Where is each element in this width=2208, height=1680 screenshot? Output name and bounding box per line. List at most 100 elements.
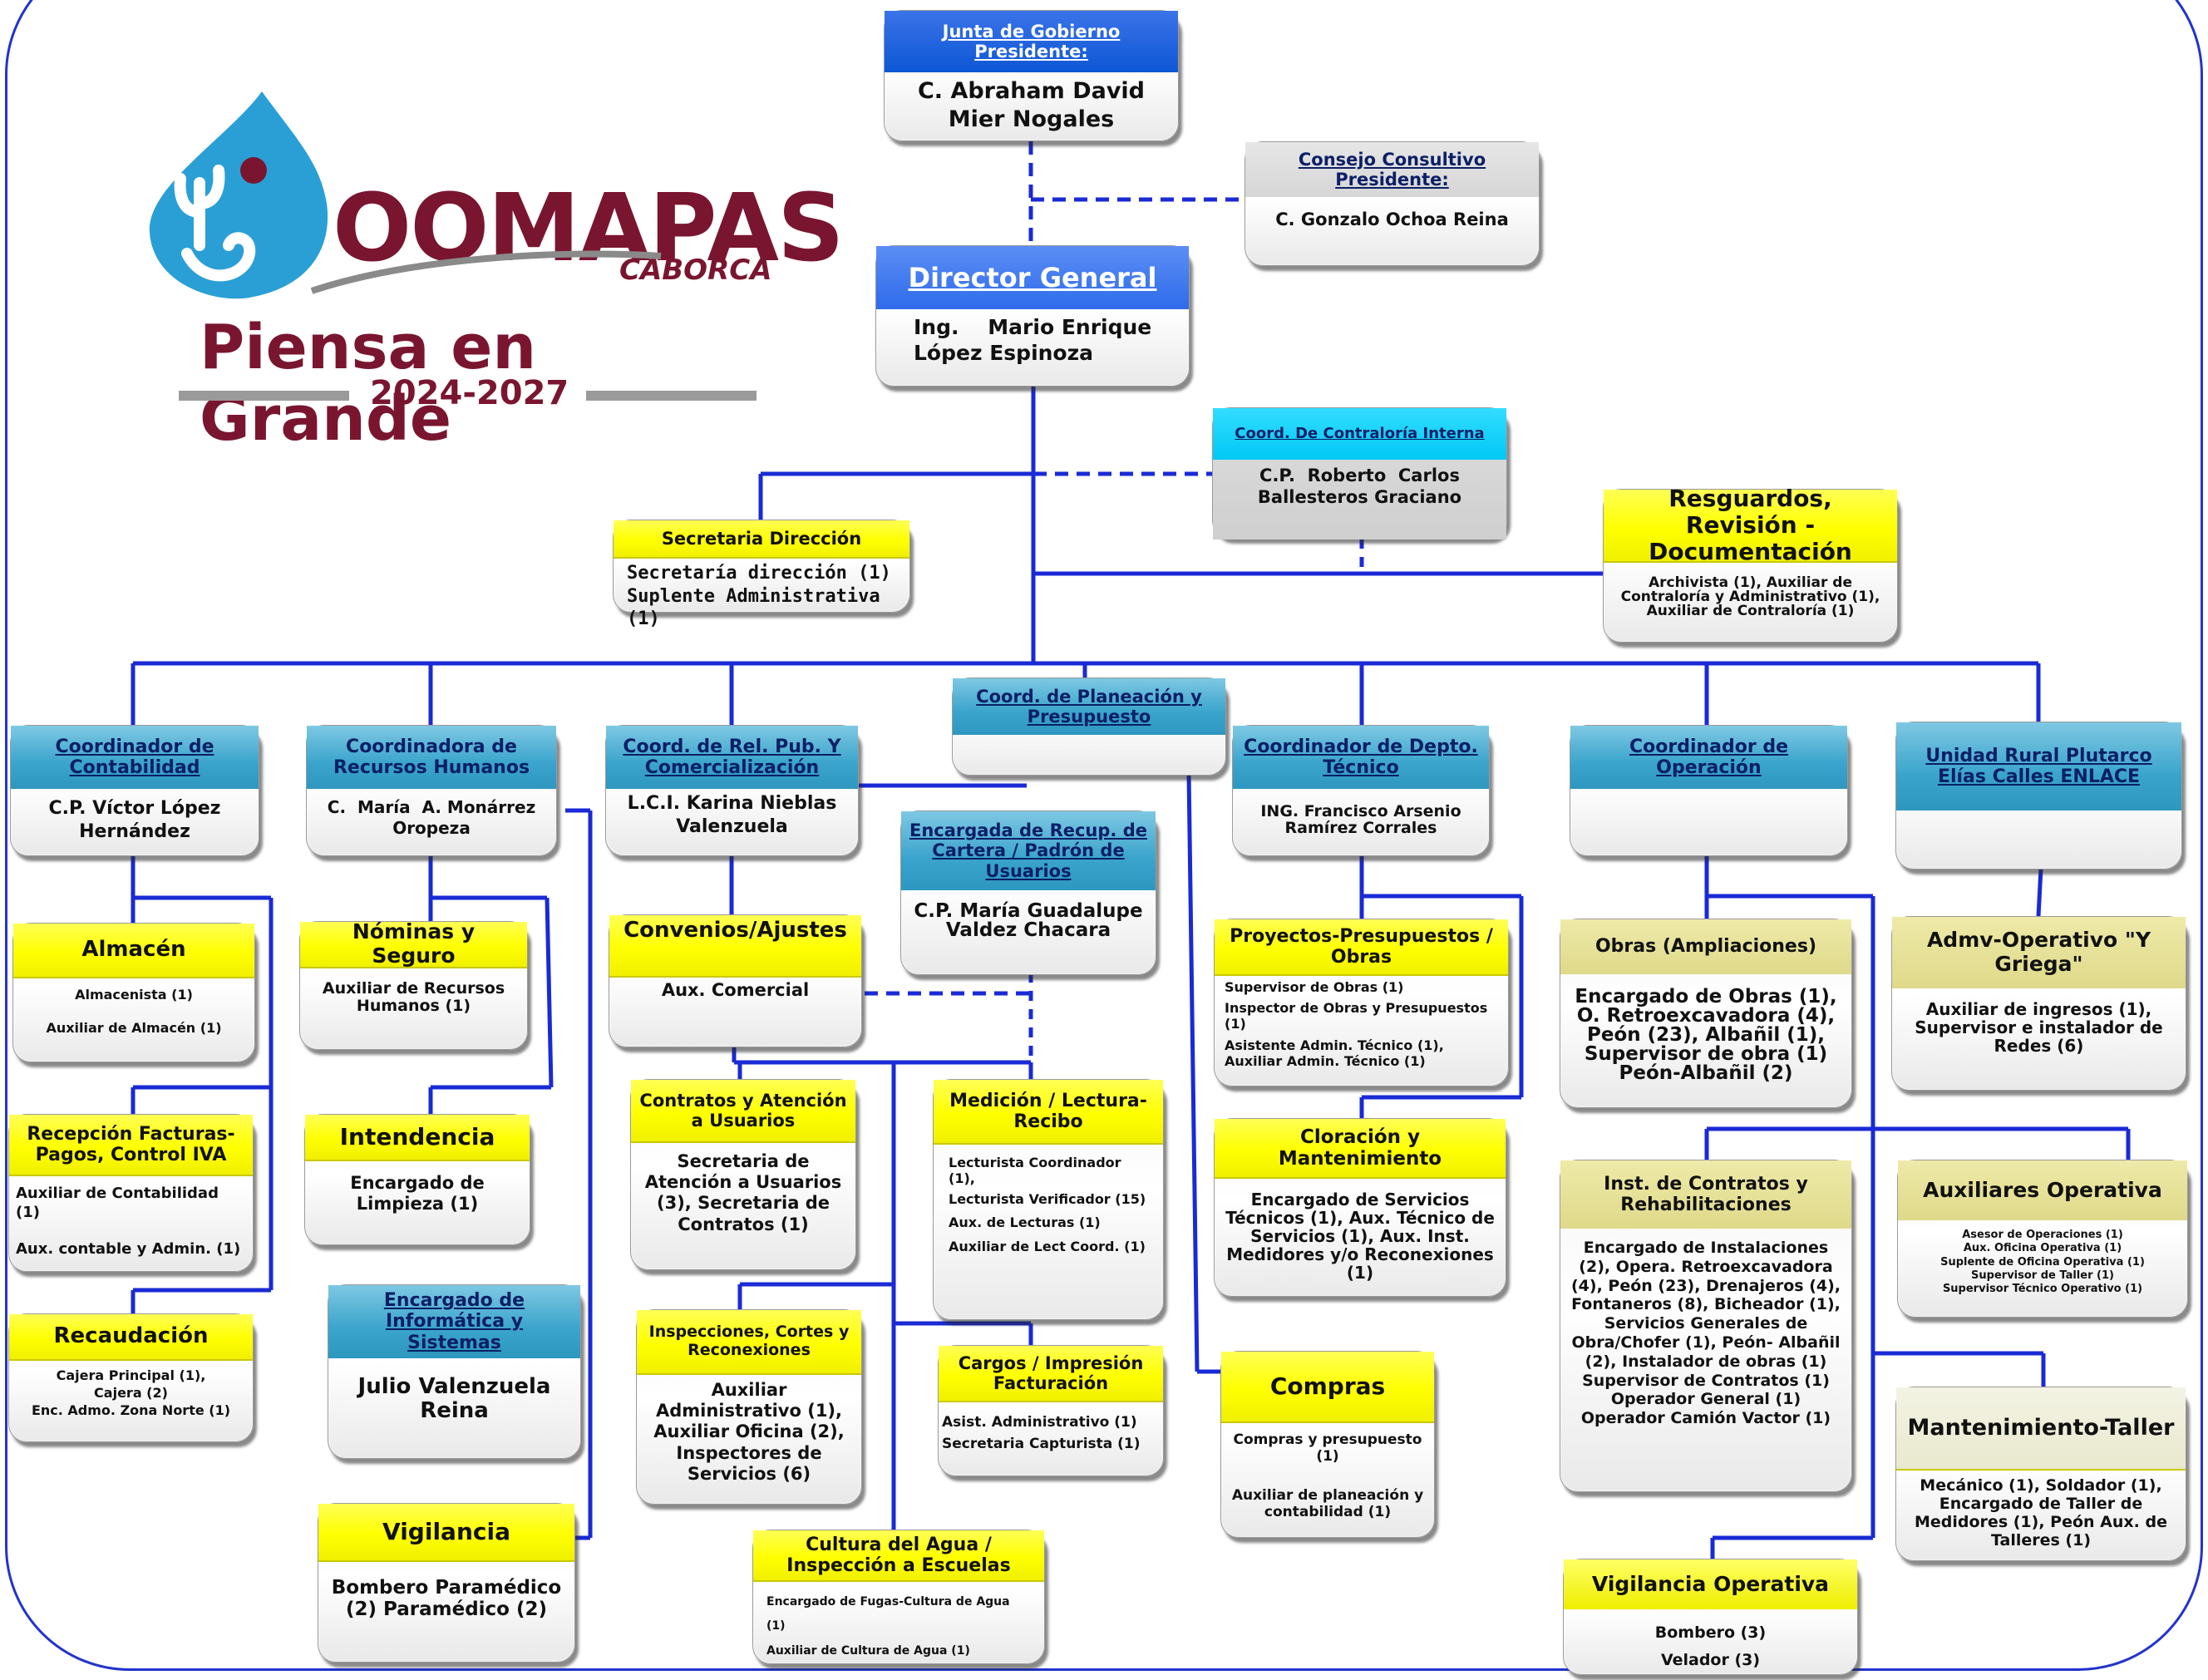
- contraloria-box: Coord. De Contraloría Interna C.P. Rober…: [1212, 407, 1507, 539]
- obras-body: Encargado de Obras (1), O. Retroexcavado…: [1575, 986, 1837, 1084]
- recaudacion-line3: Enc. Admo. Zona Norte (1): [31, 1402, 231, 1418]
- auxop-body: Asesor de Operaciones (1) Aux. Oficina O…: [1898, 1220, 2187, 1301]
- vigop-box: Vigilancia Operativa Bombero (3) Velador…: [1563, 1559, 1858, 1675]
- instcont-box: Inst. de Contratos y Rehabilitaciones En…: [1560, 1160, 1852, 1492]
- resguardos-title: Resguardos, Revisión - Documentación: [1604, 485, 1897, 565]
- vigop-title: Vigilancia Operativa: [1564, 1559, 1857, 1609]
- vigop-line2: Velador (3): [1660, 1651, 1761, 1670]
- proyectos-line1: Supervisor de Obras (1): [1225, 979, 1404, 995]
- cloracion-body: Encargado de Servicios Técnicos (1), Aux…: [1225, 1190, 1495, 1283]
- secretaria-body: Secretaría dirección (1) Suplente Admini…: [614, 559, 909, 634]
- convenios-body: Aux. Comercial: [661, 980, 810, 1000]
- contratos-box: Contratos y Atención a Usuarios Secretar…: [630, 1079, 856, 1270]
- consejo-title: Consejo Consultivo Presidente:: [1245, 142, 1539, 197]
- contabilidad-box: Coordinador de Contabilidad C.P. Víctor …: [10, 725, 259, 856]
- convenios-title: Convenios/Ajustes: [609, 915, 861, 978]
- medicion-line1: Lecturista Coordinador (1),: [949, 1155, 1121, 1187]
- informatica-title: Encargado de Informática y Sistemas: [328, 1285, 580, 1358]
- recaudacion-line1: Cajera Principal (1),: [56, 1367, 206, 1383]
- logo-period: 2024-2027: [370, 374, 569, 412]
- junta-box: Junta de Gobierno Presidente: C. Abraham…: [884, 10, 1179, 141]
- inspecciones-box: Inspecciones, Cortes y Reconexiones Auxi…: [636, 1309, 862, 1505]
- contabilidad-title: Coordinador de Contabilidad: [11, 726, 259, 789]
- intendencia-title: Intendencia: [305, 1115, 530, 1161]
- cartera-box: Encargada de Recup. de Cartera / Padrón …: [900, 810, 1156, 975]
- rh-title: Coordinadora de Recursos Humanos: [307, 726, 556, 789]
- proyectos-box: Proyectos-Presupuestos / Obras Superviso…: [1214, 919, 1509, 1086]
- auxop-line2: Aux. Oficina Operativa (1): [1963, 1242, 2122, 1255]
- recepcion-title: Recepción Facturas-Pagos, Control IVA: [9, 1115, 253, 1176]
- page-frame: [5, 0, 2203, 1671]
- compras-line1: Compras y presupuesto (1): [1233, 1431, 1422, 1466]
- cargos-box: Cargos / Impresión Facturación Asist. Ad…: [938, 1345, 1164, 1476]
- junta-name: C. Abraham David Mier Nogales: [917, 78, 1146, 132]
- proyectos-title: Proyectos-Presupuestos / Obras: [1215, 919, 1508, 976]
- proyectos-line3: Asistente Admin. Técnico (1), Auxiliar A…: [1225, 1037, 1444, 1069]
- medicion-line3: Aux. de Lecturas (1): [949, 1214, 1101, 1230]
- contraloria-name: C.P. Roberto Carlos Ballesteros Graciano: [1213, 460, 1506, 539]
- water-drop-icon: [149, 91, 328, 299]
- medicion-body: Lecturista Coordinador (1), Lecturista V…: [934, 1145, 1163, 1264]
- relpub-title: Coord. de Rel. Pub. Y Comercialización: [606, 726, 858, 789]
- medicion-line4: Auxiliar de Lect Coord. (1): [949, 1238, 1146, 1254]
- operacion-title: Coordinador de Operación: [1570, 726, 1847, 789]
- almacen-title: Almacén: [13, 924, 254, 978]
- secretaria-line2: Suplente Administrativa (1): [627, 585, 880, 630]
- director-title: Director General: [876, 246, 1189, 309]
- vigilancia-box: Vigilancia Bombero Paramédico (2) Paramé…: [318, 1503, 575, 1663]
- consejo-name: C. Gonzalo Ochoa Reina: [1275, 209, 1509, 229]
- admv-body: Auxiliar de ingresos (1), Supervisor e i…: [1915, 999, 2163, 1056]
- medicion-title: Medición / Lectura-Recibo: [934, 1080, 1163, 1145]
- rh-name: C. María A. Monárrez Oropeza: [327, 797, 542, 838]
- recaudacion-body: Cajera Principal (1), Cajera (2) Enc. Ad…: [9, 1361, 253, 1426]
- recaudacion-box: Recaudación Cajera Principal (1), Cajera…: [8, 1313, 254, 1442]
- recaudacion-line2: Cajera (2): [94, 1384, 168, 1401]
- mantenimiento-title: Mantenimiento-Taller: [1896, 1387, 2186, 1471]
- almacen-body: Almacenista (1) Auxiliar de Almacén (1): [13, 978, 254, 1045]
- recepcion-line2: Aux. contable y Admin. (1): [16, 1240, 241, 1258]
- logo-bar-left: [179, 391, 349, 401]
- rural-box: Unidad Rural Plutarco Elías Calles ENLAC…: [1895, 722, 2182, 870]
- contratos-title: Contratos y Atención a Usuarios: [631, 1080, 855, 1143]
- vigop-body: Bombero (3) Velador (3): [1564, 1609, 1857, 1680]
- medicion-box: Medición / Lectura-Recibo Lecturista Coo…: [933, 1079, 1164, 1320]
- compras-body: Compras y presupuesto (1) Auxiliar de pl…: [1221, 1423, 1434, 1530]
- auxop-line1: Asesor de Operaciones (1): [1962, 1229, 2123, 1241]
- instcont-title: Inst. de Contratos y Rehabilitaciones: [1560, 1160, 1851, 1229]
- junta-title: Junta de Gobierno Presidente:: [885, 11, 1178, 72]
- nominas-body: Auxiliar de Recursos Humanos (1): [322, 979, 505, 1015]
- logo-swoosh: [310, 250, 662, 294]
- auxop-line5: Supervisor Técnico Operativo (1): [1942, 1283, 2143, 1295]
- resguardos-box: Resguardos, Revisión - Documentación Arc…: [1603, 485, 1898, 643]
- auxop-line3: Suplente de Oficina Operativa (1): [1940, 1255, 2145, 1269]
- compras-box: Compras Compras y presupuesto (1) Auxili…: [1220, 1351, 1435, 1538]
- almacen-line2: Auxiliar de Almacén (1): [46, 1020, 222, 1036]
- nominas-title: Nóminas y Seguro: [300, 919, 527, 968]
- auxop-box: Auxiliares Operativa Asesor de Operacion…: [1897, 1160, 2188, 1318]
- secretaria-title: Secretaria Dirección: [614, 520, 909, 559]
- auxop-title: Auxiliares Operativa: [1898, 1160, 2187, 1220]
- resguardos-body: Archivista (1), Auxiliar de Contraloría …: [1620, 574, 1880, 619]
- planeacion-title: Coord. de Planeación y Presupuesto: [953, 678, 1225, 735]
- obras-box: Obras (Ampliaciones) Encargado de Obras …: [1560, 919, 1852, 1108]
- contraloria-title: Coord. De Contraloría Interna: [1213, 408, 1506, 460]
- cultura-body: Encargado de Fugas-Cultura de Agua (1) A…: [753, 1582, 1044, 1672]
- relpub-name: L.C.I. Karina Nieblas Valenzuela: [627, 793, 837, 837]
- mantenimiento-body: Mecánico (1), Soldador (1), Encargado de…: [1915, 1476, 2167, 1549]
- director-box: Director General Ing. Mario Enrique Lópe…: [875, 245, 1190, 387]
- logo-slogan: Piensa en Grande: [200, 312, 537, 455]
- tecnico-name: ING. Francisco Arsenio Ramírez Corrales: [1260, 802, 1461, 837]
- cultura-box: Cultura del Agua / Inspección a Escuelas…: [752, 1530, 1045, 1664]
- recaudacion-title: Recaudación: [9, 1314, 253, 1361]
- director-name: Ing. Mario Enrique López Espinoza: [914, 315, 1159, 366]
- inspecciones-body: Auxiliar Administrativo (1), Auxiliar Of…: [653, 1380, 845, 1484]
- informatica-name: Julio Valenzuela Reina: [357, 1374, 551, 1423]
- intendencia-body: Encargado de Limpieza (1): [350, 1173, 485, 1214]
- compras-title: Compras: [1221, 1352, 1434, 1423]
- cultura-title: Cultura del Agua / Inspección a Escuelas: [753, 1530, 1044, 1582]
- cartera-name: C.P. María Guadalupe Valdez Chacara: [914, 900, 1143, 941]
- vigilancia-body: Bombero Paramédico (2) Paramédico (2): [331, 1577, 562, 1621]
- compras-line2: Auxiliar de planeación y contabilidad (1…: [1231, 1486, 1453, 1521]
- cultura-line2: Auxiliar de Cultura de Agua (1): [766, 1643, 970, 1658]
